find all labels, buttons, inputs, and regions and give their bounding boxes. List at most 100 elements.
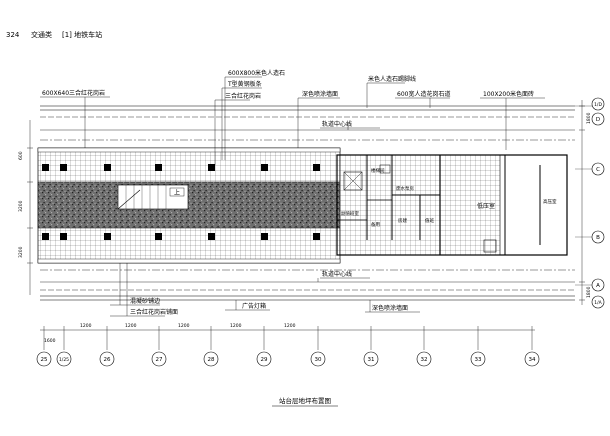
dim-bay-3: 1200 [178,323,190,329]
axis-bubble-26: 26 [99,351,115,367]
leader-lines-top [40,76,545,165]
axis-bubble-29: 29 [256,351,272,367]
bottom-dimension-chain [40,326,535,350]
room-building: 房建 [398,217,407,224]
label-sanhe-red-granite: 三合红花岗岩 [225,92,261,100]
svg-text:32: 32 [421,357,428,363]
axis-bubble-A: A [591,278,605,292]
column [60,164,67,171]
svg-text:29: 29 [261,357,268,363]
page-number: 324 [6,31,20,39]
room-pump: 废水泵房 [396,185,414,192]
label-tile-100x200: 100X200米色面砖 [483,90,534,98]
dim-right-bottom: 1800 [586,286,592,298]
dim-right-top: 1800 [586,112,592,124]
stair: 上 [117,184,189,210]
platform-edge-top [37,147,341,153]
dim-bay-5: 1200 [284,323,296,329]
category-label: 交通类 [31,30,52,39]
column [60,233,67,240]
svg-text:1/D: 1/D [594,102,602,108]
dim-left-top: 600 [18,151,24,160]
room-spare: 备用 [371,221,380,228]
left-dimension-chain [27,120,33,295]
label-track-centerline-bottom: 轨道中心线 [322,270,352,278]
axis-bubble-25: 25 [36,351,52,367]
svg-text:26: 26 [104,357,111,363]
axis-bubble-B: B [591,230,605,244]
room-watch: 值班 [425,217,434,224]
granite-center-strip [37,181,341,229]
column [155,233,162,240]
axis-bubble-C: C [591,162,605,176]
dim-bay-2: 1200 [125,323,137,329]
dim-bottom-start: 1600 [44,338,56,344]
axis-bubble-1-D: 1/D [591,97,605,111]
label-concrete-edge: 混凝砂铺边 [130,297,160,305]
column [261,233,268,240]
column-axis-bubbles: 25 1/25 26 27 28 29 30 31 [36,351,540,367]
svg-text:B: B [596,235,600,241]
row-axis-bubbles: 1/D D C B A 1/A [575,97,605,309]
dim-bay-1: 1200 [80,323,92,329]
column [104,233,111,240]
leader-lines-bottom [110,263,420,317]
platform-columns [42,164,320,240]
svg-text:1/25: 1/25 [59,357,69,363]
drawing-title: 站台层地坪布置图 [279,396,331,405]
column [208,233,215,240]
axis-bubble-1-A: 1/A [591,295,605,309]
axis-bubble-D: D [591,112,605,126]
svg-text:A: A [596,283,600,289]
axis-bubble-30: 30 [310,351,326,367]
stair-up-label: 上 [174,189,180,197]
label-sanhe-red-edge: 三合红花岗岩铺面 [130,308,178,316]
column [313,233,320,240]
room-elevator: 楼梯间 [371,167,385,174]
equipment-rooms [336,154,568,256]
column [42,233,49,240]
column [155,164,162,171]
label-dark-spray-wall-bottom: 深色喷涂墙面 [372,304,408,312]
section-label: [1] 地铁车站 [62,30,102,39]
axis-bubble-1-25: 1/25 [56,351,72,367]
room-high-voltage: 高压室 [543,198,557,205]
column [261,164,268,171]
svg-text:34: 34 [529,357,536,363]
svg-text:30: 30 [315,357,322,363]
axis-bubble-32: 32 [416,351,432,367]
room-duty: 副值班室 [341,210,359,217]
column [104,164,111,171]
column [208,164,215,171]
svg-text:25: 25 [41,357,48,363]
svg-text:33: 33 [475,357,482,363]
axis-bubble-27: 27 [151,351,167,367]
label-dark-spray-wall-top: 深色喷涂墙面 [302,90,338,98]
dim-bay-4: 1200 [230,323,242,329]
column [42,164,49,171]
dim-left-mid: 3200 [18,200,24,212]
label-beige-stone-floor: 600宽人造花岗石道 [397,90,450,98]
svg-text:27: 27 [156,357,163,363]
axis-bubble-28: 28 [203,351,219,367]
svg-text:31: 31 [368,357,375,363]
platform-edge-bottom [37,258,341,264]
svg-text:D: D [596,117,600,123]
label-track-centerline-top: 轨道中心线 [322,120,352,128]
column [313,164,320,171]
label-beige-stone-600x800: 600X800米色人造石 [228,69,285,77]
dim-left-bottom: 3200 [18,246,24,258]
axis-bubble-34: 34 [524,351,540,367]
label-ad-lightbox: 广告灯箱 [242,302,266,310]
structure-lines [40,105,575,301]
label-granite-600x640: 600X640三合红花岗岩 [42,89,105,97]
label-beige-stone-kick: 米色人造石踢脚线 [368,75,416,83]
axis-bubble-31: 31 [363,351,379,367]
axis-bubble-33: 33 [470,351,486,367]
svg-text:C: C [596,167,600,173]
room-low-voltage: 低压室 [477,202,495,210]
svg-text:28: 28 [208,357,215,363]
svg-text:1/A: 1/A [594,300,602,306]
